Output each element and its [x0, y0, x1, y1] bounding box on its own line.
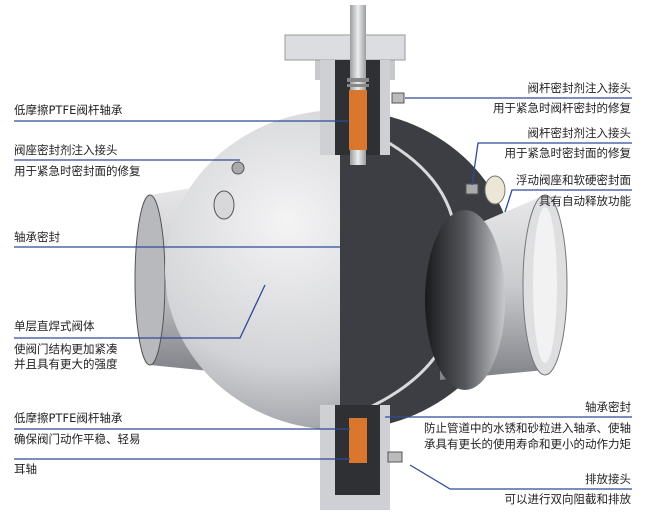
- label-seat-sealant-desc: 用于紧急时密封面的修复: [14, 164, 141, 178]
- outlet-pipe: [425, 194, 568, 390]
- leader-lines: [14, 97, 632, 490]
- stem-sealant-fitting: [391, 92, 405, 104]
- label-bearing-seal-desc-1: 防止管道中的水锈和砂粒进入轴承、使轴: [424, 421, 631, 435]
- label-bearing-seal-right: 轴承密封: [585, 400, 631, 414]
- label-welded-body-desc-1: 使阀门结构更加紧凑: [14, 342, 118, 356]
- drain-fitting: [387, 451, 403, 463]
- label-bearing-seal-desc-2: 承具有更长的使用寿命和更小的动作力矩: [424, 437, 631, 451]
- label-welded-body-desc-2: 并且具有更大的强度: [14, 357, 118, 371]
- stem-assembly: [284, 5, 406, 165]
- label-stem-sealant-desc: 用于紧急时阀杆密封的修复: [493, 101, 631, 115]
- label-ptfe-stem-bearing-top: 低摩擦PTFE阀杆轴承: [14, 103, 123, 117]
- label-drain-fitting: 排放接头: [585, 472, 631, 486]
- label-seat-sealant-fitting-right: 阀杆密封剂注入接头: [527, 126, 632, 140]
- label-stem-sealant-fitting: 阀杆密封剂注入接头: [527, 81, 632, 95]
- label-seat-sealant-desc-right: 用于紧急时密封面的修复: [504, 146, 632, 160]
- trunnion: [320, 405, 403, 510]
- label-trunnion: 耳轴: [14, 462, 37, 476]
- label-drain-desc: 可以进行双向阻截和排放: [504, 492, 632, 506]
- label-ptfe-bearing-desc: 确保阀门动作平稳、轻易: [14, 432, 141, 446]
- label-bearing-seal-left: 轴承密封: [14, 230, 60, 244]
- label-floating-seat: 浮动阀座和软硬密封面: [516, 173, 631, 187]
- ptfe-stem-bearing: [349, 90, 367, 150]
- label-welded-body: 单层直焊式阀体: [14, 319, 95, 333]
- label-ptfe-stem-bearing-bottom: 低摩擦PTFE阀杆轴承: [14, 411, 123, 425]
- label-seat-sealant-fitting: 阀座密封剂注入接头: [14, 143, 118, 157]
- label-floating-seat-desc: 具有自动释放功能: [539, 194, 631, 208]
